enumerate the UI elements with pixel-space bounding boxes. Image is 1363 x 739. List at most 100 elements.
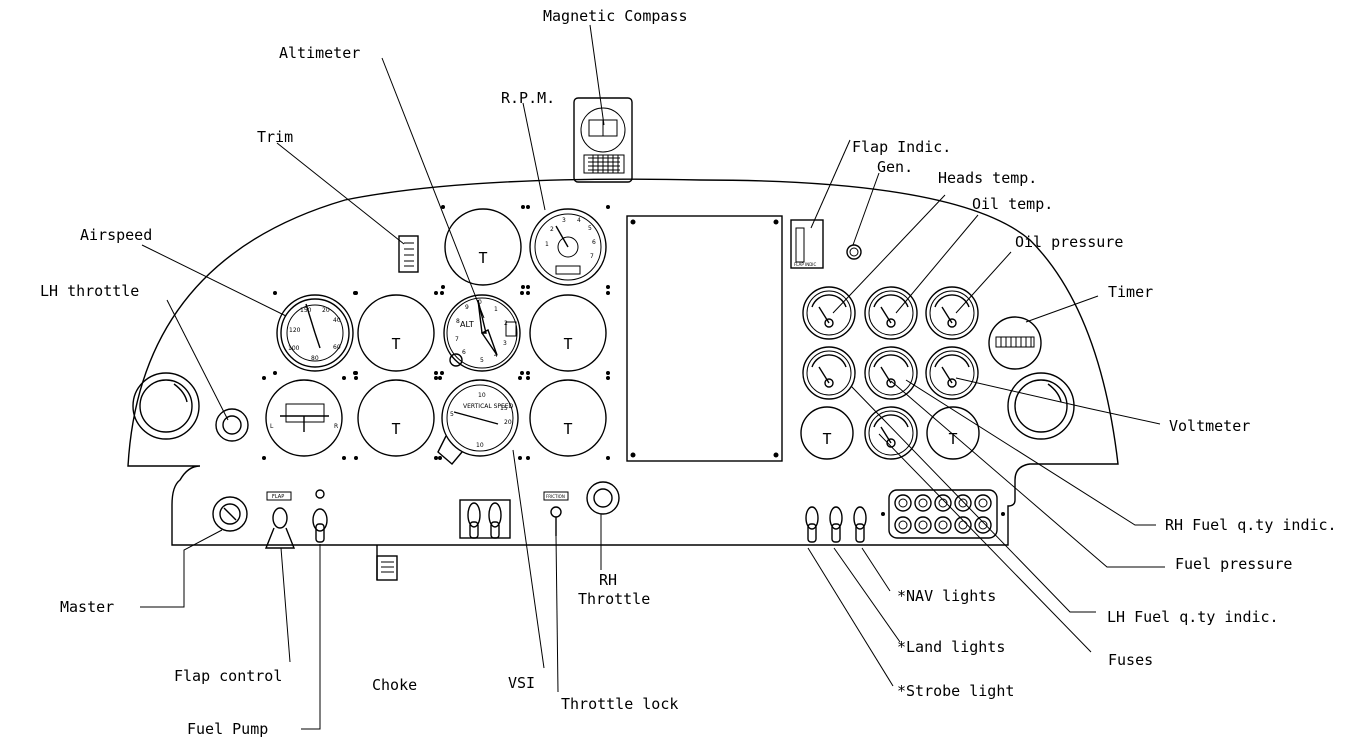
svg-text:4: 4 (577, 217, 581, 224)
label-strobe-light: *Strobe light (897, 682, 1014, 700)
placeholder-gauge: T (926, 406, 980, 460)
label-fuses: Fuses (1108, 651, 1153, 669)
placeholder-gauges: T T T T T T T (262, 205, 980, 460)
svg-text:R: R (334, 423, 338, 430)
label-lh-throttle: LH throttle (40, 282, 139, 300)
rh-throttle-knob (1007, 372, 1075, 440)
master-switch (212, 496, 248, 532)
engine-gauge (864, 286, 918, 340)
flap-indicator: FLAP INDIC (790, 219, 824, 269)
placeholder-gauge: T (441, 205, 525, 289)
fuse (954, 516, 972, 534)
label-voltmeter: Voltmeter (1169, 417, 1250, 435)
placeholder-gauge-glyph: T (948, 430, 957, 448)
flap-control: FLAP (264, 491, 296, 549)
label-fuel-pump: Fuel Pump (187, 720, 268, 738)
svg-text:FLAP: FLAP (272, 494, 284, 500)
lh-throttle-knob (132, 372, 200, 440)
svg-text:10: 10 (476, 442, 484, 449)
svg-text:6: 6 (592, 239, 596, 246)
label-choke: Choke (372, 676, 417, 694)
svg-text:7: 7 (455, 336, 459, 343)
label-rpm: R.P.M. (501, 89, 555, 107)
timer (988, 316, 1042, 370)
airspeed-indicator: 120 150 20 40 60 80 100 (276, 294, 354, 372)
svg-text:40: 40 (333, 317, 341, 324)
rpm-gauge: 1 2 3 4 5 6 7 (529, 208, 607, 286)
svg-text:2: 2 (504, 320, 508, 327)
label-throttle-lock: Throttle lock (561, 695, 678, 713)
svg-text:0: 0 (478, 299, 482, 306)
svg-text:9: 9 (465, 304, 469, 311)
engine-gauge (864, 346, 918, 400)
fuel-pump-switch (312, 489, 328, 543)
svg-text:VERTICAL SPEED: VERTICAL SPEED (463, 403, 514, 410)
label-rh-throttle-2: Throttle (578, 590, 650, 608)
placeholder-gauge: T (354, 376, 438, 460)
label-rh-throttle-1: RH (599, 571, 617, 589)
svg-text:10: 10 (478, 392, 486, 399)
label-fuel-pressure: Fuel pressure (1175, 555, 1292, 573)
svg-text:1: 1 (494, 306, 498, 313)
placeholder-gauge-glyph: T (563, 335, 572, 353)
callout-labels: Magnetic Compass Altimeter R.P.M. Trim A… (40, 7, 1337, 738)
svg-text:L: L (270, 423, 274, 430)
svg-text:4: 4 (494, 352, 498, 359)
engine-gauge (864, 406, 918, 460)
svg-text:FRICTION: FRICTION (546, 494, 565, 499)
label-trim: Trim (257, 128, 293, 146)
svg-text:5: 5 (480, 357, 484, 364)
svg-text:100: 100 (288, 345, 300, 352)
rh-throttle-friction (586, 481, 620, 515)
placeholder-gauge: T (526, 291, 610, 375)
svg-text:8: 8 (456, 318, 460, 325)
label-airspeed: Airspeed (80, 226, 152, 244)
fuse (914, 516, 932, 534)
placeholder-gauge-glyph: T (478, 249, 487, 267)
label-timer: Timer (1108, 283, 1153, 301)
placeholder-gauge-glyph: T (391, 335, 400, 353)
lh-throttle-friction (215, 408, 249, 442)
label-nav-lights: *NAV lights (897, 587, 996, 605)
label-rh-fuel-qty: RH Fuel q.ty indic. (1165, 516, 1337, 534)
engine-gauge (925, 286, 979, 340)
placeholder-gauge-glyph: T (391, 420, 400, 438)
center-display-area (626, 215, 783, 462)
svg-text:3: 3 (503, 340, 507, 347)
fuse (934, 494, 952, 512)
fuse-panel (881, 489, 1005, 539)
placeholder-gauge: T (526, 376, 610, 460)
svg-text:20: 20 (504, 419, 512, 426)
placeholder-gauge: T (800, 406, 854, 460)
svg-text:80: 80 (311, 355, 319, 362)
svg-text:6: 6 (462, 349, 466, 356)
label-lh-fuel-qty: LH Fuel q.ty indic. (1107, 608, 1279, 626)
svg-text:20: 20 (322, 307, 330, 314)
svg-text:7: 7 (590, 253, 594, 260)
fuse (934, 516, 952, 534)
label-vsi: VSI (508, 674, 535, 692)
gen-light (846, 244, 862, 260)
light-switches (805, 506, 867, 543)
label-master: Master (60, 598, 114, 616)
label-gen: Gen. (877, 158, 913, 176)
label-magnetic-compass: Magnetic Compass (543, 7, 688, 25)
svg-text:60: 60 (333, 344, 341, 351)
magnetic-compass (573, 97, 633, 183)
label-flap-indic: Flap Indic. (852, 138, 951, 156)
choke (376, 545, 398, 581)
label-oil-pressure: Oil pressure (1015, 233, 1123, 251)
label-flap-control: Flap control (174, 667, 282, 685)
svg-text:5: 5 (588, 225, 592, 232)
engine-gauge (925, 346, 979, 400)
fuse (974, 516, 992, 534)
svg-text:120: 120 (289, 327, 301, 334)
label-oil-temp: Oil temp. (972, 195, 1053, 213)
svg-text:5: 5 (450, 411, 454, 418)
trim-indicator (398, 235, 419, 273)
svg-text:ALT: ALT (460, 320, 474, 329)
label-land-lights: *Land lights (897, 638, 1005, 656)
fuse (894, 494, 912, 512)
placeholder-gauge-glyph: T (563, 420, 572, 438)
